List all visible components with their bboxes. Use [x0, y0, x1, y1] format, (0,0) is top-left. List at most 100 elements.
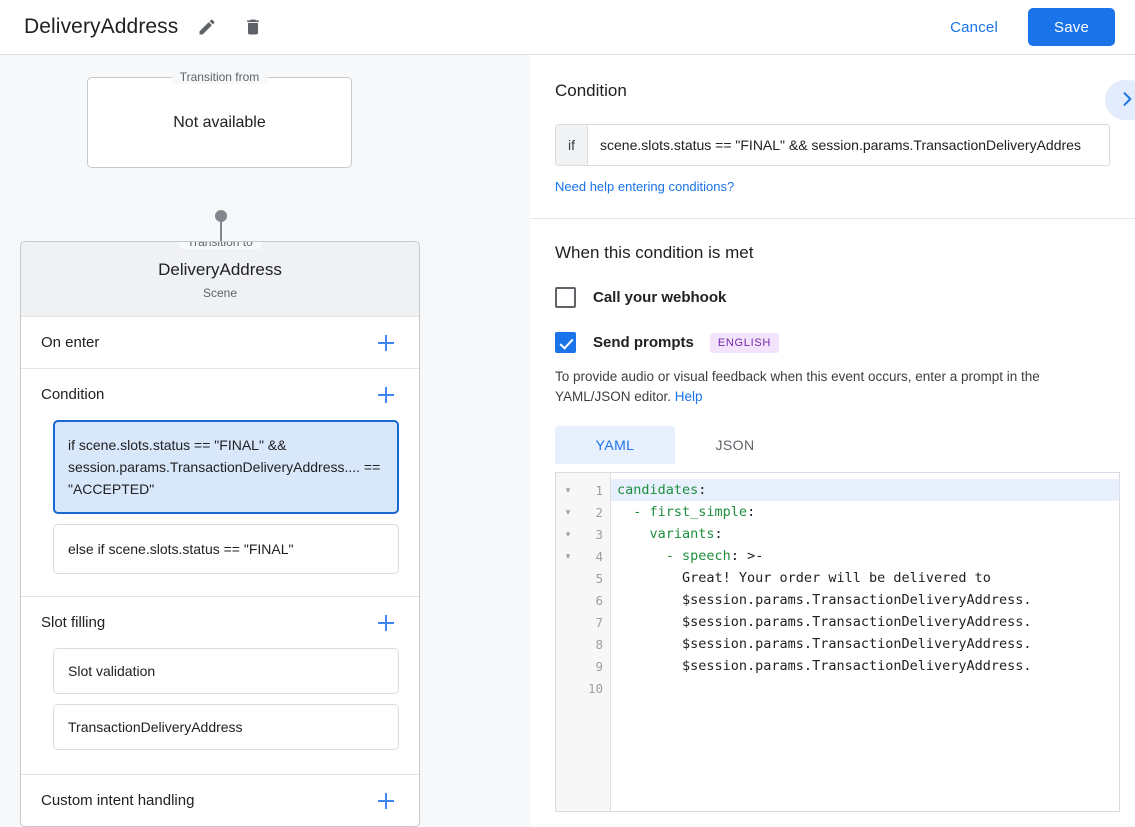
gutter-line: ▾4 [556, 545, 610, 567]
transition-to-legend: Transition to [179, 242, 261, 249]
prompt-description-text: To provide audio or visual feedback when… [555, 369, 1040, 404]
section-title-condition: Condition [41, 386, 105, 403]
code-key-token: - speech [665, 548, 731, 564]
code-punct-token: : >- [730, 548, 764, 564]
pencil-icon [197, 17, 217, 37]
section-title-custom-intent: Custom intent handling [41, 792, 195, 809]
section-custom-intent-handling: Custom intent handling [21, 775, 419, 826]
condition-list: if scene.slots.status == "FINAL" && sess… [41, 420, 399, 596]
editor-code-area[interactable]: candidates: - first_simple: variants: - … [611, 473, 1119, 811]
fold-toggle-icon[interactable]: ▾ [565, 550, 571, 561]
gutter-line: 6 [556, 589, 610, 611]
line-number: 9 [595, 658, 603, 674]
fold-toggle-icon[interactable]: ▾ [565, 528, 571, 539]
condition-heading: Condition [555, 81, 627, 100]
section-title-slot-filling: Slot filling [41, 614, 106, 631]
save-button[interactable]: Save [1028, 8, 1115, 46]
code-line[interactable] [611, 677, 1119, 699]
code-punct-token: : [698, 482, 707, 498]
condition-block: Condition if Need help entering conditio… [530, 55, 1135, 219]
code-line[interactable]: candidates: [611, 479, 1119, 501]
add-slot-filling-button[interactable] [373, 610, 399, 636]
code-text-token: Great! Your order will be delivered to [617, 570, 991, 586]
code-key-token: candidates [617, 482, 699, 498]
code-line[interactable]: variants: [611, 523, 1119, 545]
transition-from-box: Transition from Not available [87, 70, 352, 168]
line-number: 4 [595, 548, 603, 564]
section-header-on-enter: On enter [41, 317, 399, 368]
trash-icon [243, 17, 263, 37]
section-header-condition: Condition [41, 369, 399, 420]
condition-help-link[interactable]: Need help entering conditions? [555, 179, 735, 194]
when-met-block: When this condition is met Call your web… [530, 219, 1135, 812]
gutter-line: 10 [556, 677, 610, 699]
section-header-custom-intent: Custom intent handling [41, 775, 399, 826]
code-text-token: $session.params.TransactionDeliveryAddre… [617, 614, 1032, 630]
code-line[interactable]: $session.params.TransactionDeliveryAddre… [611, 655, 1119, 677]
fold-toggle-icon[interactable]: ▾ [565, 484, 571, 495]
code-punct-token: : [747, 504, 756, 520]
add-custom-intent-button[interactable] [373, 788, 399, 814]
code-line[interactable]: Great! Your order will be delivered to [611, 567, 1119, 589]
code-key-token: - first_simple [633, 504, 748, 520]
expand-panel-button[interactable] [1105, 80, 1135, 120]
call-webhook-checkbox[interactable] [555, 287, 576, 308]
send-prompts-label: Send prompts [593, 334, 694, 351]
transition-to-subtitle: Scene [202, 286, 238, 300]
code-line[interactable]: - speech: >- [611, 545, 1119, 567]
section-header-slot-filling: Slot filling [41, 597, 399, 648]
condition-item[interactable]: else if scene.slots.status == "FINAL" [53, 524, 399, 574]
section-condition: Condition if scene.slots.status == "FINA… [21, 369, 419, 597]
prompt-help-link[interactable]: Help [674, 389, 703, 404]
add-condition-button[interactable] [373, 382, 399, 408]
slot-list: Slot validation TransactionDeliveryAddre… [41, 648, 399, 774]
code-key-token: variants [649, 526, 715, 542]
tab-json[interactable]: JSON [715, 437, 755, 453]
edit-button[interactable] [190, 10, 224, 44]
condition-input-row: if [555, 124, 1110, 166]
code-line[interactable]: $session.params.TransactionDeliveryAddre… [611, 589, 1119, 611]
code-indent [617, 504, 633, 520]
line-number: 3 [595, 526, 603, 542]
gutter-line: 8 [556, 633, 610, 655]
editor-tabs: YAML JSON [555, 426, 1110, 464]
add-on-enter-button[interactable] [373, 330, 399, 356]
condition-input[interactable] [588, 125, 1109, 165]
line-number: 2 [595, 504, 603, 520]
code-text-token: $session.params.TransactionDeliveryAddre… [617, 658, 1032, 674]
section-on-enter: On enter [21, 317, 419, 369]
code-line[interactable]: $session.params.TransactionDeliveryAddre… [611, 633, 1119, 655]
language-badge: ENGLISH [709, 332, 780, 353]
code-text-token: $session.params.TransactionDeliveryAddre… [617, 592, 1032, 608]
gutter-line: 9 [556, 655, 610, 677]
condition-if-label: if [556, 125, 588, 165]
code-indent [617, 526, 650, 542]
delete-button[interactable] [236, 10, 270, 44]
code-line[interactable]: - first_simple: [611, 501, 1119, 523]
condition-item-selected[interactable]: if scene.slots.status == "FINAL" && sess… [53, 420, 399, 514]
transition-to-header: Transition to DeliveryAddress Scene [21, 242, 419, 317]
transition-from-value: Not available [173, 113, 266, 131]
tab-yaml[interactable]: YAML [555, 426, 675, 464]
transition-to-title: DeliveryAddress [158, 260, 282, 279]
gutter-line: ▾1 [556, 479, 610, 501]
line-number: 7 [595, 614, 603, 630]
section-slot-filling: Slot filling Slot validation Transaction… [21, 597, 419, 775]
line-number: 6 [595, 592, 603, 608]
send-prompts-checkbox[interactable] [555, 332, 576, 353]
code-line[interactable]: $session.params.TransactionDeliveryAddre… [611, 611, 1119, 633]
fold-toggle-icon[interactable]: ▾ [565, 506, 571, 517]
gutter-line: ▾3 [556, 523, 610, 545]
cancel-button[interactable]: Cancel [934, 11, 1014, 44]
gutter-line: ▾2 [556, 501, 610, 523]
prompt-description: To provide audio or visual feedback when… [555, 367, 1110, 407]
top-bar: DeliveryAddress Cancel Save [0, 0, 1135, 55]
page-title: DeliveryAddress [24, 15, 179, 38]
line-number: 8 [595, 636, 603, 652]
section-title-on-enter: On enter [41, 334, 100, 351]
slot-item-transaction-delivery-address[interactable]: TransactionDeliveryAddress [53, 704, 399, 750]
slot-item-validation[interactable]: Slot validation [53, 648, 399, 694]
send-prompts-row: Send prompts ENGLISH [555, 332, 1110, 353]
